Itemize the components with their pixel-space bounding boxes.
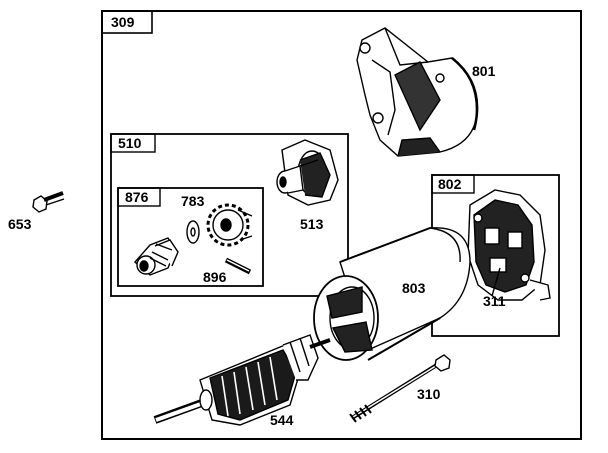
outer-frame <box>101 10 582 440</box>
drive-end-housing-801-icon <box>356 27 479 157</box>
drive-gear-kit-frame <box>117 187 264 287</box>
washer-icon <box>186 220 200 244</box>
part-label-653: 653 <box>8 216 32 232</box>
box-label-802: 802 <box>438 176 462 192</box>
motor-frame-803-icon <box>313 227 471 361</box>
armature-544-icon <box>153 334 331 426</box>
part-label-544: 544 <box>270 412 294 428</box>
part-label-513: 513 <box>300 216 324 232</box>
box-label-510: 510 <box>118 135 142 151</box>
end-cap-tag <box>431 174 475 194</box>
starter-drive-tag <box>110 133 156 153</box>
part-label-896: 896 <box>203 269 227 285</box>
part-label-783: 783 <box>181 193 205 209</box>
part-label-311: 311 <box>483 293 506 309</box>
spring-assembly-icon <box>134 237 179 276</box>
drive-assembly-513-icon <box>276 139 339 206</box>
thru-bolt-310-icon <box>349 354 451 423</box>
starter-drive-frame <box>110 133 349 297</box>
outer-frame-tag <box>101 10 153 34</box>
part-label-803: 803 <box>402 280 426 296</box>
drive-gear-kit-tag <box>117 187 161 207</box>
pinion-gear-783-icon <box>206 203 253 247</box>
part-label-310: 310 <box>417 386 441 402</box>
box-label-876: 876 <box>125 189 149 205</box>
bolt-653-icon <box>32 191 65 213</box>
pin-896-icon <box>224 257 252 275</box>
box-label-309: 309 <box>111 14 135 30</box>
part-label-801: 801 <box>472 63 496 79</box>
end-cap-802-icon <box>467 189 551 301</box>
